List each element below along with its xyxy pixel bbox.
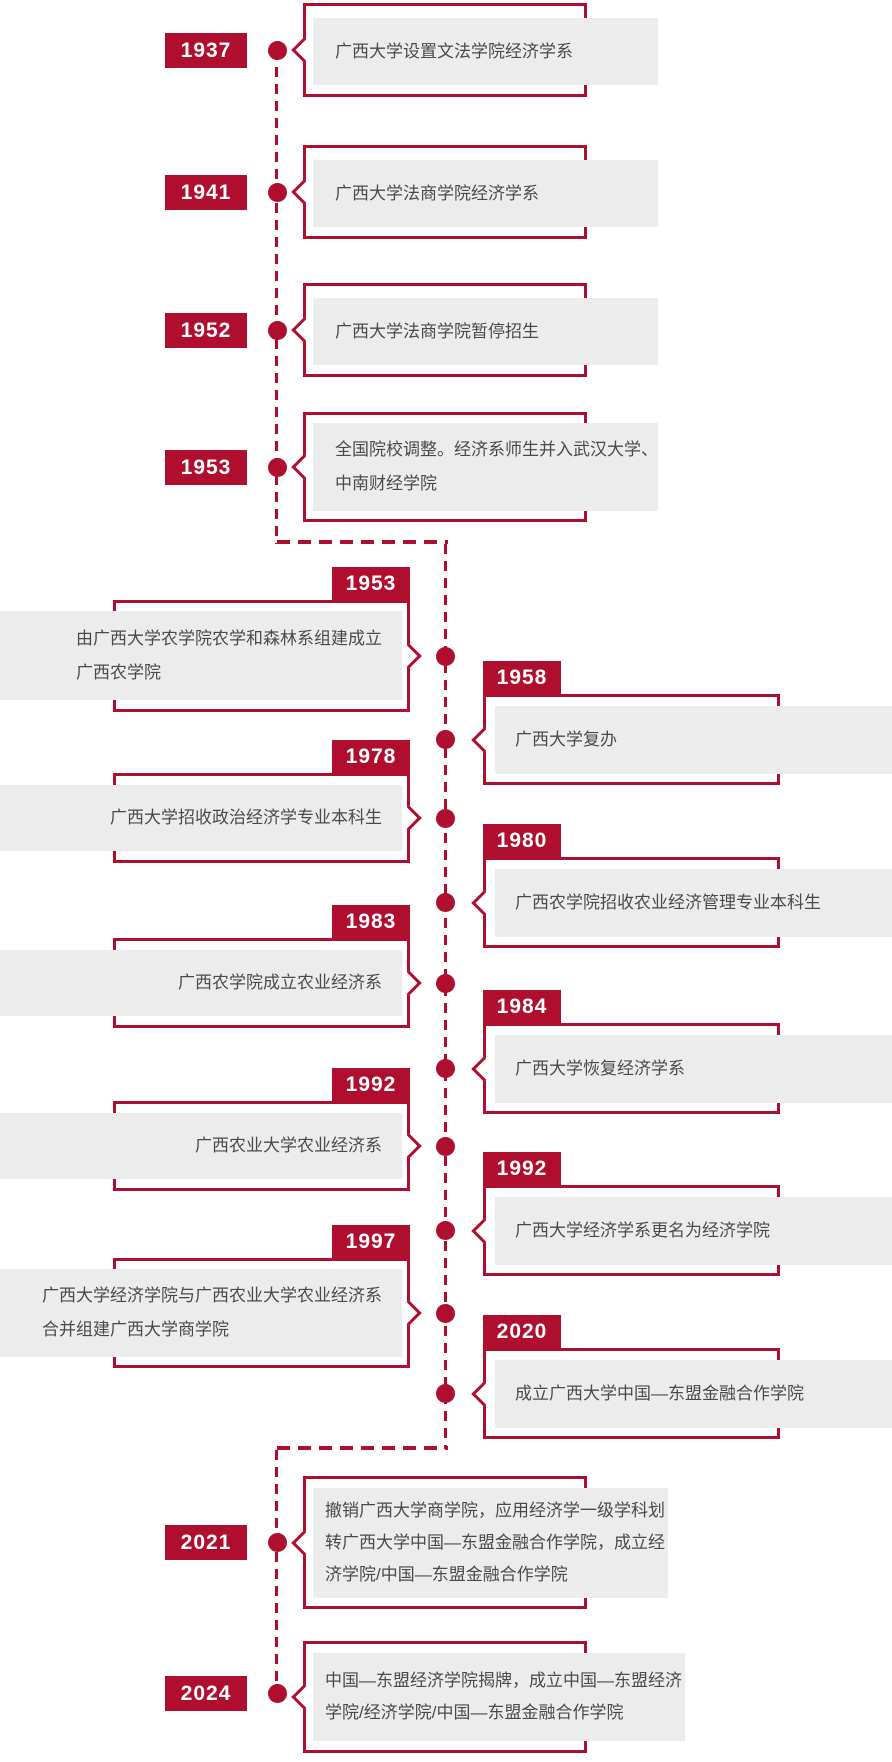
timeline-spine-top — [275, 50, 278, 544]
timeline-dot — [268, 183, 287, 202]
year-badge-1953-top: 1953 — [165, 450, 247, 485]
timeline-connector-lower — [277, 1446, 448, 1450]
event-text: 全国院校调整。经济系师生并入武汉大学、 中南财经学院 — [335, 440, 658, 493]
year-badge-1997: 1997 — [332, 1225, 410, 1258]
event-text: 广西农学院招收农业经济管理专业本科生 — [515, 893, 821, 912]
event-text: 广西大学设置文法学院经济学系 — [335, 41, 573, 61]
timeline-dot — [436, 974, 455, 993]
year-badge-1953-left: 1953 — [332, 567, 410, 600]
year-badge-1980: 1980 — [483, 824, 561, 857]
event-box-1992-right: 广西大学经济学系更名为经济学院 — [495, 1197, 892, 1265]
year-badge-1958: 1958 — [483, 661, 561, 694]
year-badge-2024: 2024 — [165, 1676, 247, 1711]
event-text: 成立广西大学中国—东盟金融合作学院 — [515, 1384, 804, 1403]
year-badge-2021: 2021 — [165, 1525, 247, 1560]
timeline-dot — [436, 809, 455, 828]
event-box-1953-left: 由广西大学农学院农学和森林系组建成立 广西农学院 — [0, 611, 402, 700]
year-badge-1952: 1952 — [165, 313, 247, 348]
arrow-left-icon — [471, 1380, 497, 1407]
timeline-dot — [268, 321, 287, 340]
timeline-dot — [436, 1304, 455, 1323]
event-box-1992-left: 广西农业大学农业经济系 — [0, 1113, 402, 1179]
timeline-dot — [436, 1384, 455, 1403]
event-box-2020: 成立广西大学中国—东盟金融合作学院 — [495, 1360, 892, 1428]
arrow-left-icon — [471, 889, 497, 916]
timeline-dot — [268, 1533, 287, 1552]
arrow-left-icon — [471, 726, 497, 753]
timeline-spine-middle — [444, 544, 447, 1449]
timeline-spine-bottom — [275, 1450, 278, 1693]
year-badge-1984: 1984 — [483, 990, 561, 1023]
event-text: 广西农业大学农业经济系 — [195, 1136, 382, 1155]
event-box-1941: 广西大学法商学院经济学系 — [313, 160, 658, 227]
event-box-1952: 广西大学法商学院暂停招生 — [313, 298, 658, 365]
event-text: 撤销广西大学商学院，应用经济学一级学科划 转广西大学中国—东盟金融合作学院，成立… — [325, 1501, 665, 1584]
event-box-1983: 广西农学院成立农业经济系 — [0, 950, 402, 1016]
timeline-dot — [268, 458, 287, 477]
year-badge-1941: 1941 — [165, 175, 247, 210]
event-text: 广西大学经济学系更名为经济学院 — [515, 1221, 770, 1240]
timeline-dot — [436, 1221, 455, 1240]
timeline-dot — [436, 730, 455, 749]
year-badge-2020: 2020 — [483, 1315, 561, 1348]
event-text: 由广西大学农学院农学和森林系组建成立 广西农学院 — [76, 628, 382, 682]
timeline-dot — [436, 647, 455, 666]
event-box-2024: 中国—东盟经济学院揭牌，成立中国—东盟经济 学院/经济学院/中国—东盟金融合作学… — [313, 1653, 685, 1741]
timeline-dot — [268, 1684, 287, 1703]
event-box-1997: 广西大学经济学院与广西农业大学农业经济系 合并组建广西大学商学院 — [0, 1269, 402, 1357]
event-text: 中国—东盟经济学院揭牌，成立中国—东盟经济 学院/经济学院/中国—东盟金融合作学… — [325, 1671, 682, 1722]
event-text: 广西大学招收政治经济学专业本科生 — [110, 808, 382, 827]
event-box-1937: 广西大学设置文法学院经济学系 — [313, 18, 658, 85]
year-badge-1978: 1978 — [332, 740, 410, 773]
timeline-dot — [436, 893, 455, 912]
year-badge-1992-right: 1992 — [483, 1152, 561, 1185]
event-box-1978: 广西大学招收政治经济学专业本科生 — [0, 785, 402, 851]
year-badge-1983: 1983 — [332, 905, 410, 938]
event-box-1953-top: 全国院校调整。经济系师生并入武汉大学、 中南财经学院 — [313, 423, 658, 511]
year-badge-1992-left: 1992 — [332, 1068, 410, 1101]
timeline-dot — [436, 1059, 455, 1078]
event-box-1980: 广西农学院招收农业经济管理专业本科生 — [495, 869, 892, 937]
event-text: 广西大学法商学院暂停招生 — [335, 321, 539, 341]
event-text: 广西大学经济学院与广西农业大学农业经济系 合并组建广西大学商学院 — [42, 1286, 382, 1339]
timeline-dot — [268, 41, 287, 60]
event-text: 广西农学院成立农业经济系 — [178, 973, 382, 992]
arrow-left-icon — [471, 1217, 497, 1244]
event-box-1958: 广西大学复办 — [495, 706, 892, 774]
year-badge-1937: 1937 — [165, 33, 247, 68]
event-text: 广西大学复办 — [515, 730, 617, 749]
arrow-left-icon — [471, 1055, 497, 1082]
timeline-connector-upper — [277, 540, 448, 544]
event-text: 广西大学法商学院经济学系 — [335, 183, 539, 203]
timeline-dot — [436, 1137, 455, 1156]
event-box-1984: 广西大学恢复经济学系 — [495, 1035, 892, 1103]
event-box-2021: 撤销广西大学商学院，应用经济学一级学科划 转广西大学中国—东盟金融合作学院，成立… — [313, 1488, 668, 1598]
event-text: 广西大学恢复经济学系 — [515, 1059, 685, 1078]
